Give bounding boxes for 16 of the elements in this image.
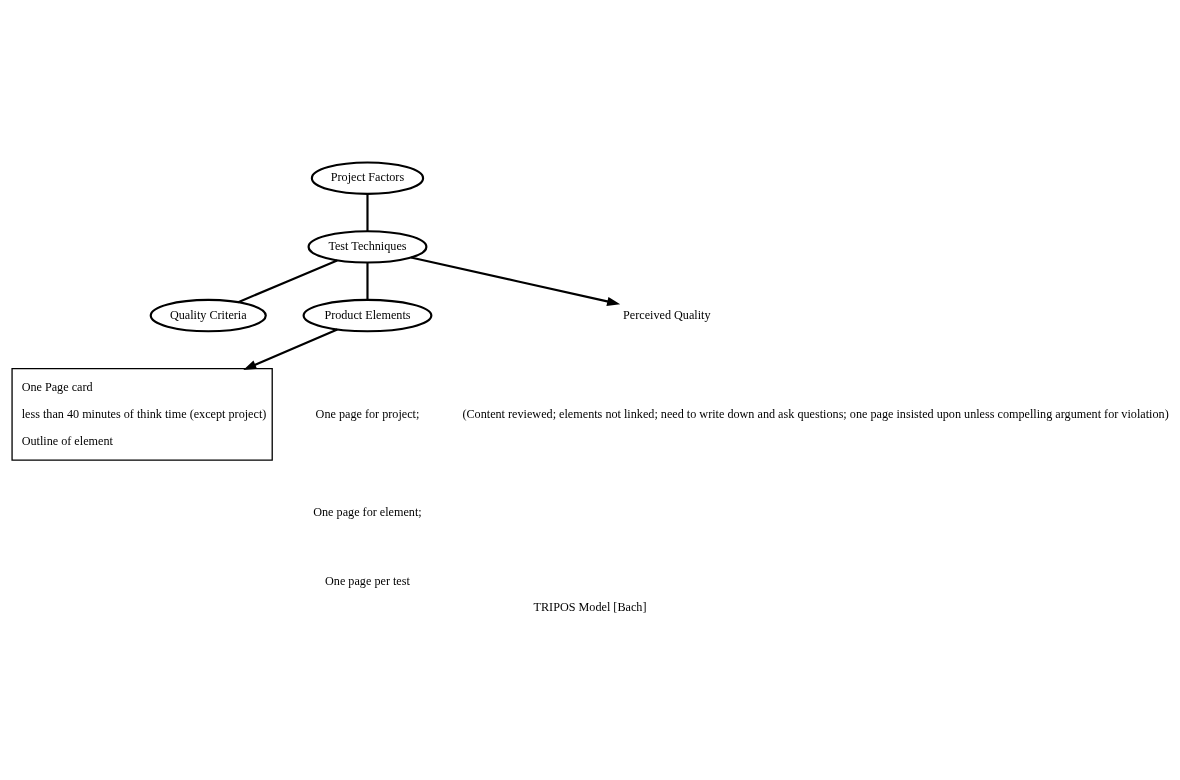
connector (366, 262, 369, 300)
connector (366, 193, 369, 232)
node-ellipse: Quality Criteria (149, 298, 267, 333)
node-text: Perceived Quality (623, 307, 711, 322)
node-ellipse: Product Elements (302, 298, 433, 333)
node-ellipse: Test Techniques (307, 230, 428, 264)
label: (Content reviewed; elements not linked; need to write down and ask questions; one page insisted upon unless compelling argument for violation) (462, 406, 1169, 421)
arrow (410, 256, 621, 306)
label: One page for project; (315, 406, 420, 421)
label: One page per test (325, 574, 410, 589)
label: One page for element; (313, 505, 422, 520)
connector (237, 259, 338, 304)
node-ellipse: Project Factors (310, 161, 425, 195)
caption: TRIPOS Model [Bach] (533, 599, 647, 614)
arrow (243, 328, 338, 370)
node-box: One Page card less than 40 minutes of think time (except project) Outline of element (11, 368, 273, 461)
